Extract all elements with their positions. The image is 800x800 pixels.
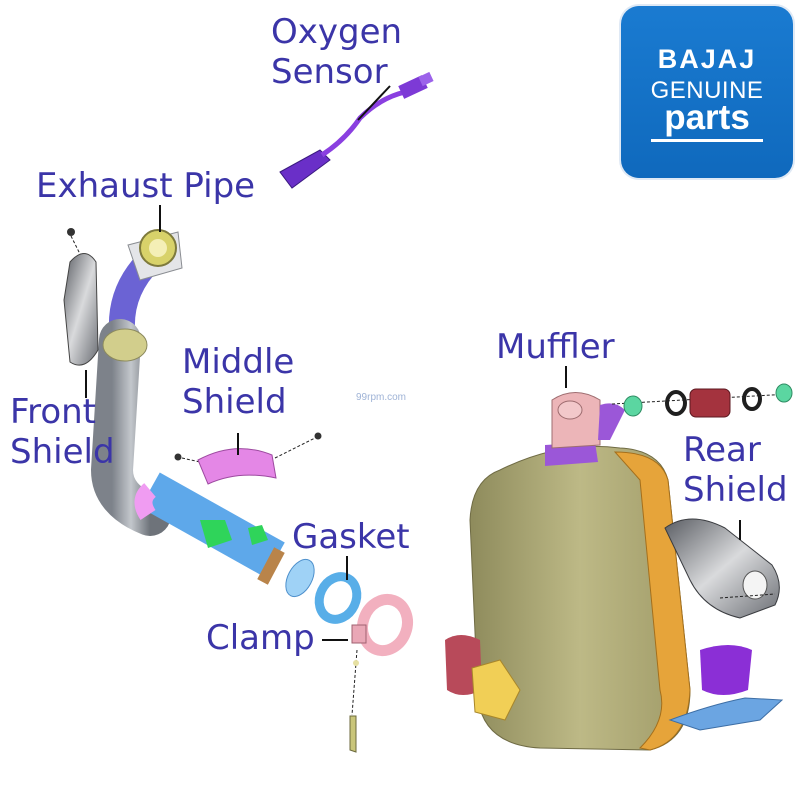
bajaj-genuine-parts-logo: BAJAJ GENUINE parts	[621, 6, 793, 178]
label-exhaust-pipe: Exhaust Pipe	[36, 166, 256, 206]
clamp-part	[349, 593, 414, 753]
gasket-part	[314, 572, 362, 624]
middle-shield-part	[174, 432, 322, 485]
brand-name: BAJAJ	[657, 44, 757, 74]
label-oxygen-sensor: Oxygen Sensor	[271, 12, 403, 92]
label-rear-shield: Rear Shield	[683, 430, 788, 510]
brand-underline	[651, 139, 763, 142]
leader-oxygen-sensor	[357, 85, 391, 121]
muffler-fittings	[611, 383, 793, 418]
label-front-shield: Front Shield	[10, 392, 115, 472]
label-muffler: Muffler	[496, 327, 615, 367]
leader-lines	[85, 85, 741, 641]
exhaust-pipe-part	[90, 229, 315, 598]
brand-genuine: GENUINE	[650, 77, 764, 104]
front-shield-part	[63, 228, 99, 366]
rear-shield-part	[664, 518, 780, 619]
label-clamp: Clamp	[206, 618, 315, 658]
watermark: 99rpm.com	[356, 392, 407, 403]
label-middle-shield: Middle Shield	[182, 342, 295, 422]
label-gasket: Gasket	[292, 517, 410, 557]
brand-parts: parts	[664, 98, 750, 137]
